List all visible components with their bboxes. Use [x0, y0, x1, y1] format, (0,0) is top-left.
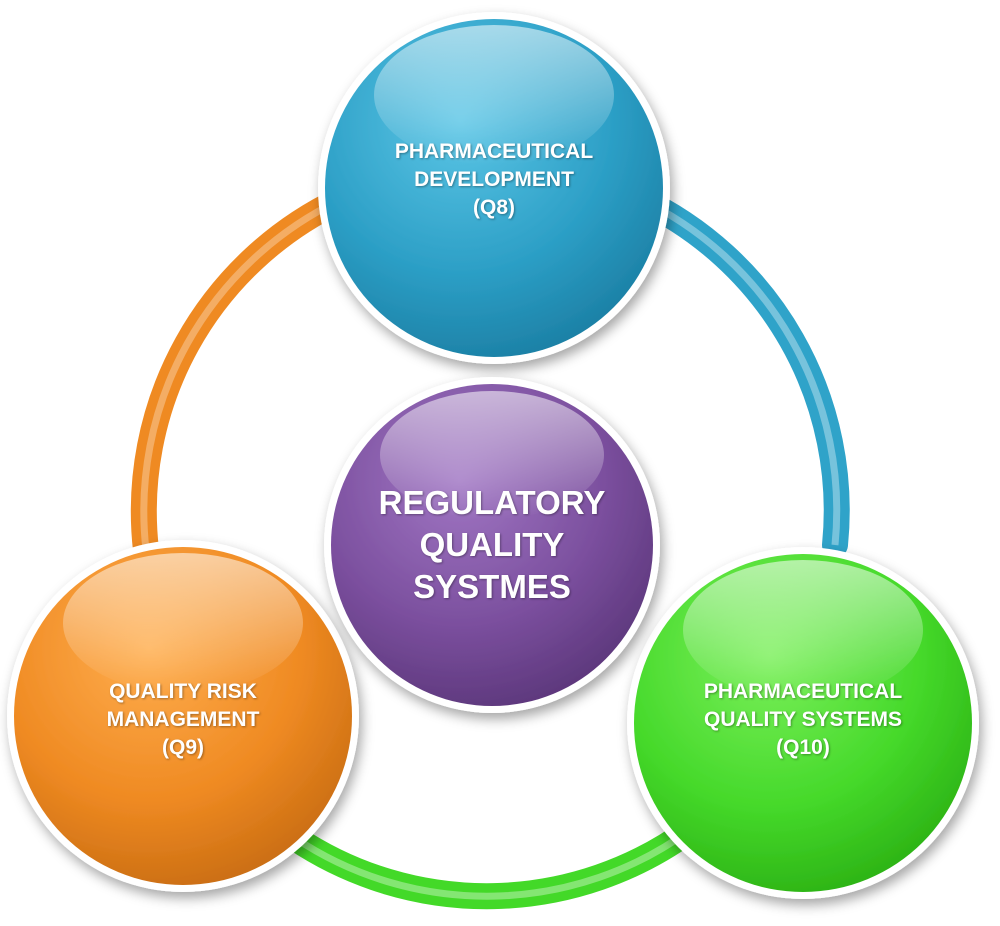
node-pharmaceutical-development — [318, 12, 670, 364]
label-line: PHARMACEUTICAL — [703, 680, 903, 703]
ring-arc-bottom-highlight — [293, 827, 693, 900]
ring-arc-left-highlight — [140, 196, 342, 551]
label-line: QUALITY — [419, 526, 565, 563]
label-line: MANAGEMENT — [106, 708, 260, 731]
label-line: PHARMACEUTICAL — [394, 140, 594, 163]
label-line: DEVELOPMENT — [414, 168, 574, 191]
ring-arc-right — [625, 185, 850, 558]
label-quality-risk-management: QUALITY RISK MANAGEMENT (Q9) — [33, 660, 333, 780]
label-line: QUALITY RISK — [109, 680, 257, 703]
ring-arc-left — [130, 187, 353, 563]
node-quality-risk-management — [7, 540, 359, 892]
label-line: QUALITY SYSTEMS — [704, 708, 902, 731]
label-regulatory-quality-systems: REGULATORY QUALITY SYSTMES — [342, 474, 642, 616]
label-line: SYSTMES — [413, 568, 571, 605]
label-line: REGULATORY — [378, 484, 606, 521]
ring-arc-bottom — [282, 817, 703, 910]
label-line: (Q8) — [473, 196, 515, 219]
label-pharmaceutical-development: PHARMACEUTICAL DEVELOPMENT (Q8) — [344, 120, 644, 240]
ring-arc-right-highlight — [636, 194, 841, 546]
label-line: (Q9) — [162, 736, 204, 759]
node-regulatory-quality-systems — [324, 377, 660, 713]
label-line: (Q10) — [776, 736, 830, 759]
node-pharmaceutical-quality-systems — [627, 547, 979, 899]
label-pharmaceutical-quality-systems: PHARMACEUTICAL QUALITY SYSTEMS (Q10) — [653, 660, 953, 780]
